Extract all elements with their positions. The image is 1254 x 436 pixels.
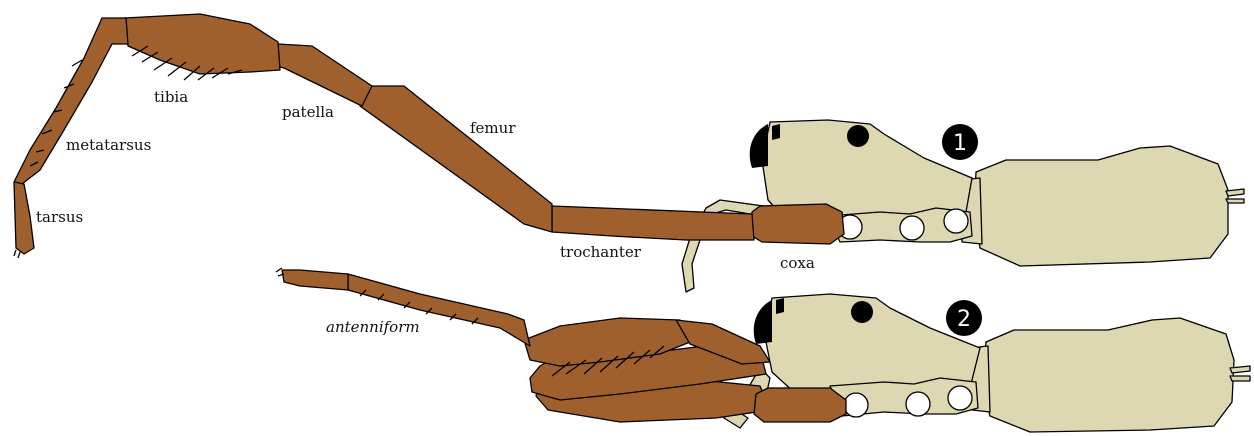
label-patella: patella: [282, 103, 334, 121]
figure-2-abdomen: [982, 318, 1234, 432]
label-tarsus: tarsus: [36, 208, 83, 226]
figure-1-coxa-socket: [944, 209, 968, 233]
figure-1-spinneret: [1226, 189, 1244, 203]
figure-2-antenniform-tarsus: [282, 270, 348, 290]
figure-2-coxa-socket: [844, 393, 868, 417]
label-femur: femur: [470, 119, 516, 137]
figure-2-coxa-socket: [906, 392, 930, 416]
label-tibia: tibia: [154, 88, 188, 106]
label-coxa: coxa: [780, 254, 815, 272]
badge-2: 2: [946, 300, 982, 336]
figure-1-tibia: [124, 14, 280, 74]
badge-1-text: 1: [953, 131, 967, 156]
figure-2-eye: [851, 301, 873, 323]
figure-1-front-cap-2: [772, 124, 780, 140]
figure-1-abdomen: [974, 146, 1228, 266]
figure-1-coxa: [752, 204, 844, 244]
badge-1: 1: [942, 124, 978, 160]
figure-2-front-cap: [754, 300, 772, 344]
figure-1-patella: [276, 44, 372, 106]
figure-2: [276, 268, 1250, 432]
figure-1-front-cap: [750, 124, 768, 168]
figure-2-spinneret: [1230, 366, 1250, 381]
figure-1-tarsus: [14, 182, 34, 254]
badge-2-text: 2: [957, 307, 971, 332]
figure-1-metatarsus: [14, 18, 128, 184]
figure-1-eye: [847, 125, 869, 147]
figure-1-femur: [360, 86, 552, 232]
label-metatarsus: metatarsus: [66, 136, 151, 154]
figure-2-lower-coxa: [754, 388, 846, 422]
figure-2-front-cap-2: [776, 298, 784, 314]
figure-1-tarsus-tip: [14, 250, 20, 258]
figure-1-coxa-socket: [900, 216, 924, 240]
figure-2-coxa-socket: [948, 386, 972, 410]
label-trochanter: trochanter: [560, 243, 642, 261]
label-antenniform: antenniform: [326, 318, 420, 336]
